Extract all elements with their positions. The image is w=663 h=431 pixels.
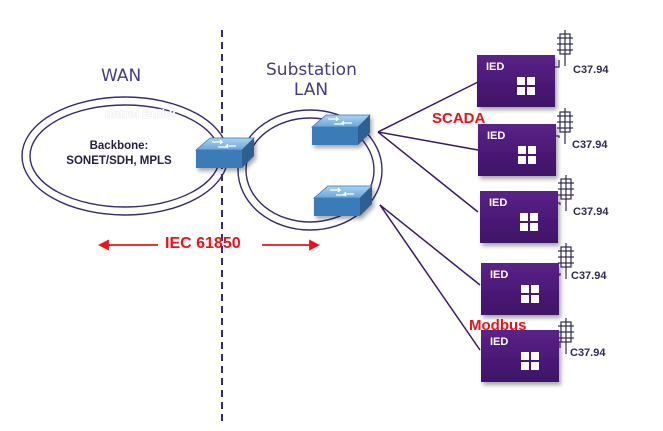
iec-arrow xyxy=(97,239,321,251)
ied-label: IED xyxy=(490,336,509,348)
control-building-label: ontrol Buildi xyxy=(105,107,176,121)
sensor-label: C37.94 xyxy=(571,270,607,282)
lan-ring-inner xyxy=(245,117,375,223)
sensor-pole-icon xyxy=(557,108,573,144)
ied-sensor-link xyxy=(556,135,560,138)
lan-label-line2: LAN xyxy=(293,80,329,100)
substation-lan-label: Substation LAN xyxy=(266,60,357,100)
sensor-label: C37.94 xyxy=(573,64,609,76)
sensor-label: C37.94 xyxy=(572,139,608,151)
lan-ring-outer xyxy=(237,109,383,231)
ied-label: IED xyxy=(489,197,508,209)
ied-label: IED xyxy=(487,130,506,142)
ied-box xyxy=(480,191,558,243)
sensor-pole-icon xyxy=(558,318,574,354)
modbus-label: Modbus xyxy=(469,317,527,334)
ied-box xyxy=(481,330,559,382)
ied-sensor-link xyxy=(559,273,561,276)
ied-links xyxy=(377,81,481,351)
lan-label-line1: Substation xyxy=(266,60,357,80)
ied-box xyxy=(481,263,559,315)
ied-sensor-link xyxy=(559,341,561,348)
ied-box xyxy=(478,124,556,176)
modbus-switch-icon xyxy=(313,185,373,217)
ied-sensor-link xyxy=(558,202,561,205)
sensor-pole-icon xyxy=(558,243,574,279)
ied-sensor-link xyxy=(555,60,560,68)
backbone-label: Backbone: SONET/SDH, MPLS xyxy=(44,139,194,169)
sensor-label: C37.94 xyxy=(570,347,606,359)
sensor-pole-icon xyxy=(557,30,573,66)
ied-label: IED xyxy=(486,61,505,73)
wan-gateway-switch-icon xyxy=(195,137,255,169)
backbone-line2: SONET/SDH, MPLS xyxy=(66,155,172,167)
sensor-label: C37.94 xyxy=(573,206,609,218)
ied-box xyxy=(477,55,555,107)
wan-label: WAN xyxy=(101,66,142,86)
backbone-line1: Backbone: xyxy=(89,140,149,152)
scada-switch-icon xyxy=(311,114,371,146)
iec-61850-label: IEC 61850 xyxy=(165,235,241,252)
ied-label: IED xyxy=(490,269,509,281)
scada-label: SCADA xyxy=(432,110,486,127)
sensor-pole-icon xyxy=(558,175,574,211)
